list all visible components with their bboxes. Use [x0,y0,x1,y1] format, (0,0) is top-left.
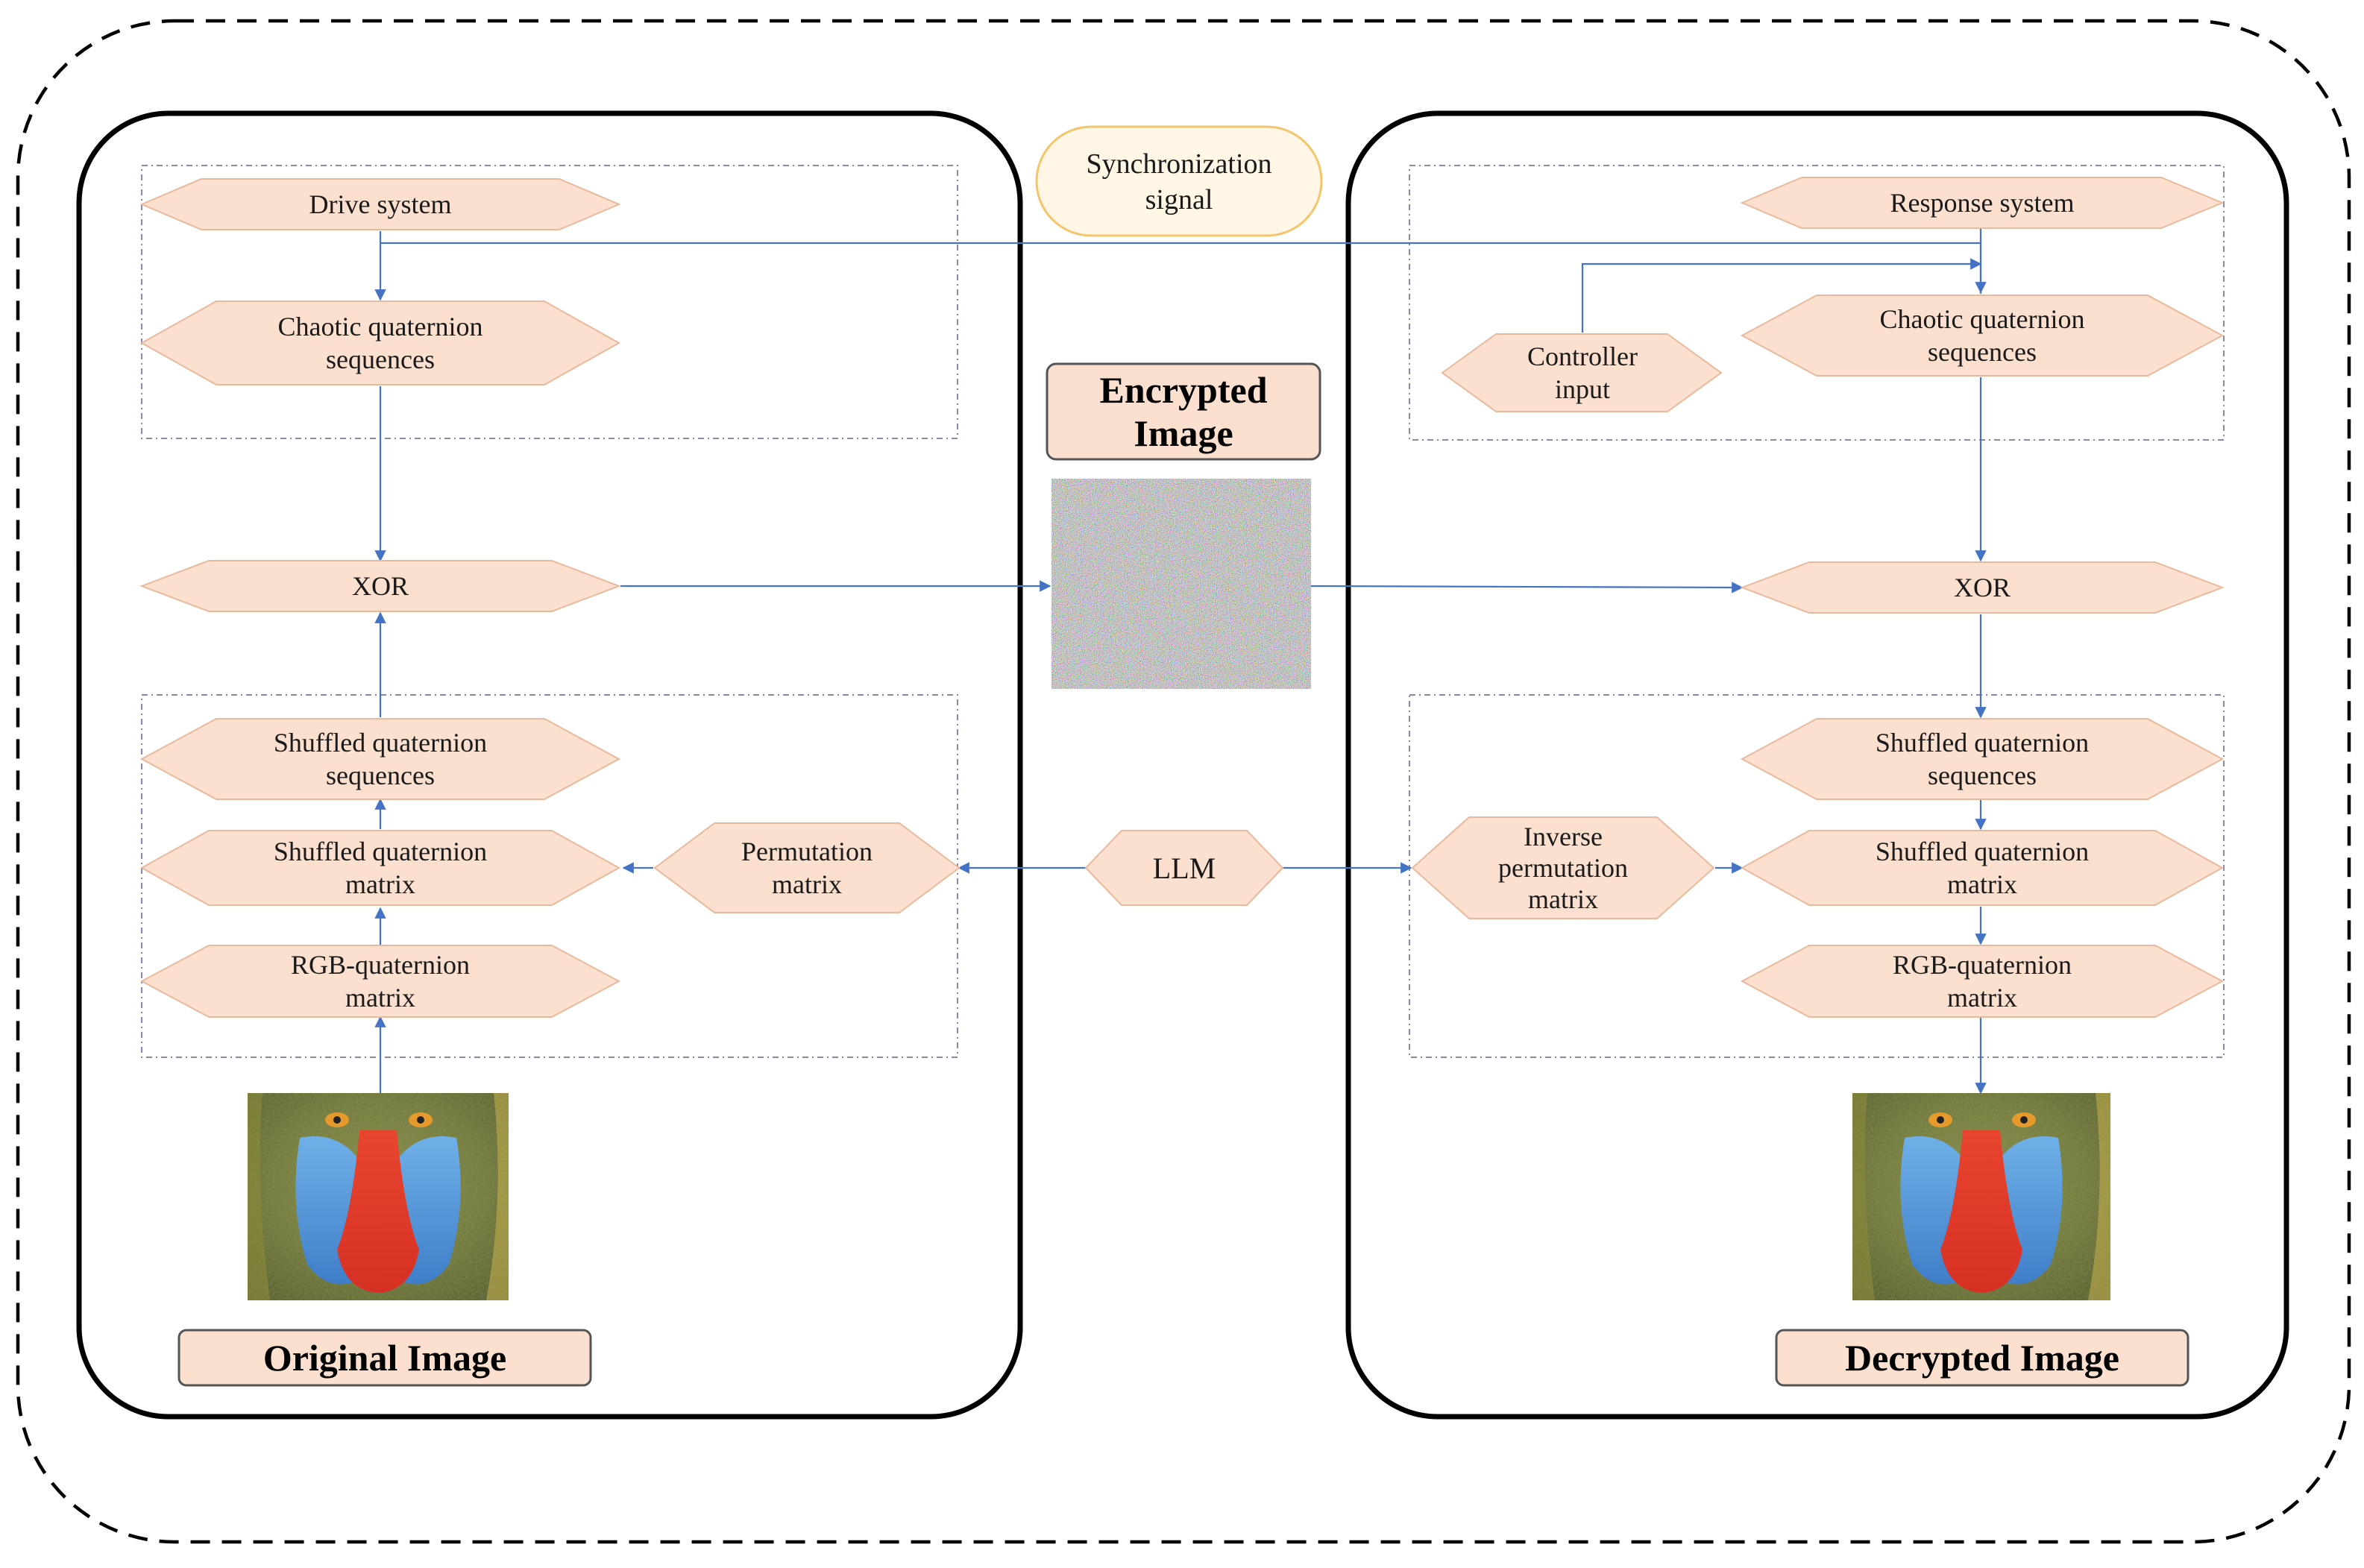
inverse-perm-line1: Inverse [1524,822,1603,851]
controller-input-node: Controller input [1441,333,1723,412]
shuffled-sequences-right-node: Shuffled quaternion sequences [1740,718,2225,800]
shuffled-seq-left-line1: Shuffled quaternion [274,728,487,758]
decrypted-image-label: Decrypted Image [1845,1337,2119,1379]
encrypted-image-title: Encrypted Image [1046,362,1321,461]
xor-left-label: XOR [352,571,409,601]
llm-node: LLM [1084,830,1284,906]
inverse-perm-line2: permutation [1498,853,1628,883]
encrypted-line1: Encrypted [1100,369,1268,411]
right-shuffle-group [1409,694,2225,1058]
shuffled-seq-left-line2: sequences [326,761,435,790]
drive-system-node: Drive system [139,178,621,230]
synchronization-signal-node: Synchronization signal [1035,125,1323,237]
controller-line2: input [1555,374,1610,404]
chaotic-left-line1: Chaotic quaternion [278,312,483,341]
shuffled-sequences-left-node: Shuffled quaternion sequences [139,718,621,800]
original-image-caption: Original Image [177,1329,592,1387]
response-system-label: Response system [1890,188,2075,218]
original-mandrill-image [248,1093,509,1300]
chaotic-right-line1: Chaotic quaternion [1880,304,2085,334]
xor-right-node: XOR [1740,561,2225,614]
permutation-line2: matrix [772,869,842,899]
decrypted-image-caption: Decrypted Image [1775,1329,2189,1387]
outer-dashed-frame [16,19,2351,1544]
chaotic-quaternion-left-node: Chaotic quaternion sequences [139,300,621,385]
controller-line1: Controller [1527,341,1638,371]
sync-connector [380,242,1987,294]
encrypted-line2: Image [1134,412,1233,454]
sync-line2: signal [1145,184,1213,215]
connector [1310,582,1744,593]
llm-label: LLM [1153,851,1216,885]
right-panel-frame [1345,110,2289,1420]
drive-system-label: Drive system [309,189,452,219]
left-panel-frame [76,110,1023,1420]
left-shuffle-group [141,694,958,1058]
inverse-permutation-node: Inverse permutation matrix [1411,816,1715,919]
response-system-node: Response system [1740,177,2225,229]
shuffled-matrix-left-node: Shuffled quaternion matrix [139,830,621,906]
decrypted-mandrill-image [1852,1093,2110,1300]
chaotic-quaternion-right-node: Chaotic quaternion sequences [1740,295,2225,377]
rgb-left-line2: matrix [345,983,415,1013]
right-chaos-group [1409,165,2225,441]
shuffled-matrix-right-node: Shuffled quaternion matrix [1740,830,2225,906]
encrypted-noise-image [1051,479,1311,689]
shuffled-seq-right-line1: Shuffled quaternion [1876,728,2089,758]
inverse-perm-line3: matrix [1528,884,1598,914]
shuffled-mat-right-line1: Shuffled quaternion [1876,837,2089,866]
left-chaos-group [141,165,958,439]
rgb-right-line2: matrix [1947,983,2017,1013]
sync-line1: Synchronization [1086,148,1271,180]
shuffled-mat-left-line1: Shuffled quaternion [274,837,487,866]
xor-right-label: XOR [1954,573,2011,602]
chaotic-left-line2: sequences [326,344,435,374]
rgb-quaternion-left-node: RGB-quaternion matrix [139,945,621,1018]
shuffled-seq-right-line2: sequences [1928,761,2037,790]
chaotic-right-line2: sequences [1928,337,2037,367]
permutation-line1: Permutation [741,837,873,866]
permutation-matrix-node: Permutation matrix [653,822,961,913]
shuffled-mat-right-line2: matrix [1947,869,2017,899]
rgb-right-line1: RGB-quaternion [1893,950,2072,980]
shuffled-mat-left-line2: matrix [345,869,415,899]
connector [1581,258,1982,333]
xor-left-node: XOR [139,560,621,612]
original-image-label: Original Image [263,1337,506,1379]
rgb-quaternion-right-node: RGB-quaternion matrix [1740,945,2225,1018]
rgb-left-line1: RGB-quaternion [291,950,470,980]
